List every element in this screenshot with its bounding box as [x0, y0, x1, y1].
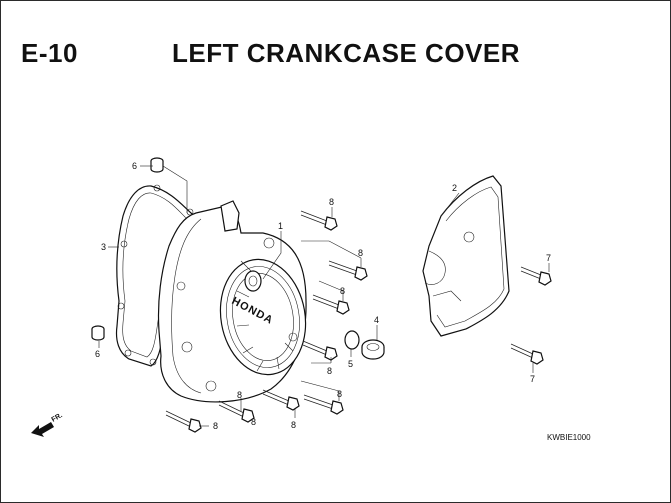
callout-8-a: 8 [329, 197, 334, 207]
bolt-8-lower-left [165, 410, 202, 433]
callout-8-i: 8 [251, 417, 256, 427]
callout-4: 4 [374, 315, 379, 325]
bolt-8-right-2 [312, 294, 350, 315]
drawing-code: KWBIE1000 [547, 433, 591, 442]
oil-filler-cap-part-4 [361, 339, 385, 360]
bolt-7-upper [520, 266, 552, 286]
callout-6-upper: 6 [132, 161, 137, 171]
front-arrow-label: FR. [51, 412, 64, 424]
callout-2: 2 [452, 183, 457, 193]
callout-3: 3 [101, 242, 106, 252]
callout-8-e: 8 [337, 389, 342, 399]
callout-6-lower: 6 [95, 349, 100, 359]
bolt-8-right-1 [328, 260, 368, 281]
sprocket-cover-part-2 [422, 175, 510, 337]
callout-8-c: 8 [340, 286, 345, 296]
callout-7-lower: 7 [530, 374, 535, 384]
callout-8-h: 8 [213, 421, 218, 431]
front-direction-arrow-icon: FR. [31, 412, 64, 437]
bolt-8-lower-center [262, 389, 300, 411]
callout-5: 5 [348, 359, 353, 369]
left-crankcase-cover-part-1: HONDA [157, 200, 307, 403]
callout-1: 1 [278, 221, 283, 231]
callout-8-g: 8 [237, 390, 242, 400]
leader-lines [98, 165, 550, 427]
bolt-8-right-3 [302, 340, 338, 361]
callout-8-d: 8 [327, 366, 332, 376]
bolt-8-upper [300, 210, 338, 231]
bolt-7-lower [510, 343, 544, 365]
callout-8-b: 8 [358, 248, 363, 258]
callout-8-f: 8 [291, 420, 296, 430]
o-ring-part-5 [344, 330, 360, 350]
dowel-pin-lower [91, 325, 105, 341]
bolt-8-lower-mid [218, 400, 255, 423]
dowel-pin-upper [150, 157, 164, 173]
bolt-8-lower-right [303, 394, 344, 415]
callout-7-upper: 7 [546, 253, 551, 263]
page-title: LEFT CRANKCASE COVER [172, 38, 521, 68]
section-code: E-10 [21, 38, 78, 68]
